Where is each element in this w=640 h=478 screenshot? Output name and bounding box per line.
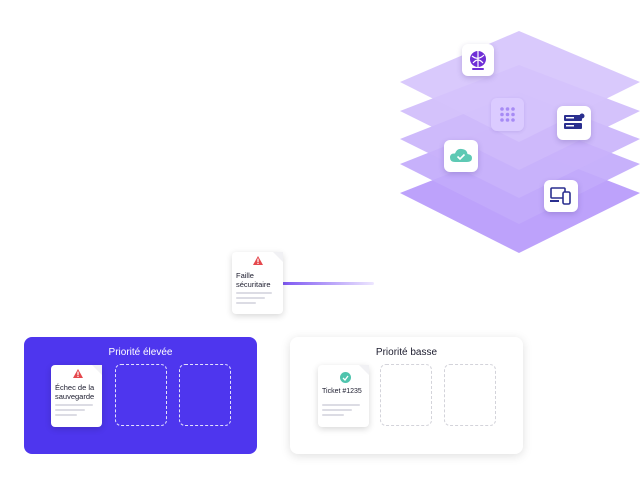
grid-tile[interactable]	[491, 98, 524, 131]
empty-slot[interactable]	[179, 364, 231, 426]
stack-layer-1	[400, 31, 640, 142]
text-line	[322, 409, 352, 411]
check-icon	[340, 372, 351, 383]
devices-tile[interactable]	[544, 180, 578, 212]
devices-icon	[550, 187, 571, 205]
backup-failure-card[interactable]: Échec de la sauvegarde	[51, 365, 102, 427]
text-line	[236, 302, 256, 304]
server-tile[interactable]	[557, 106, 591, 140]
text-line	[322, 414, 344, 416]
page-fold	[92, 365, 102, 375]
incident-title: Faille sécuritaire	[236, 271, 271, 289]
text-line	[55, 409, 85, 411]
text-line	[55, 414, 77, 416]
text-line	[236, 297, 265, 299]
empty-slot[interactable]	[115, 364, 167, 426]
globe-icon	[470, 51, 486, 70]
text-line	[236, 292, 272, 294]
ticket-card[interactable]: Ticket #1235	[318, 365, 369, 427]
ticket-title: Ticket #1235	[322, 388, 362, 395]
incident-card[interactable]: Faille sécuritaire	[232, 252, 283, 314]
text-line	[55, 404, 93, 406]
high-priority-title: Priorité élevée	[108, 347, 173, 358]
warning-icon	[73, 369, 83, 378]
server-icon	[564, 113, 585, 129]
low-priority-panel: Priorité basse	[290, 337, 523, 454]
cloud-tile[interactable]	[444, 140, 478, 172]
text-line	[322, 404, 360, 406]
empty-slot[interactable]	[444, 364, 496, 426]
page-fold	[273, 252, 283, 262]
empty-slot[interactable]	[380, 364, 432, 426]
backup-failure-title: Échec de la sauvegarde	[55, 383, 95, 401]
low-priority-title: Priorité basse	[375, 347, 438, 358]
grid-icon	[500, 107, 515, 122]
page-fold	[359, 365, 369, 375]
warning-icon	[253, 256, 263, 265]
globe-tile[interactable]	[462, 44, 494, 76]
connector-line	[282, 282, 374, 285]
cloud-check-icon	[450, 148, 472, 162]
